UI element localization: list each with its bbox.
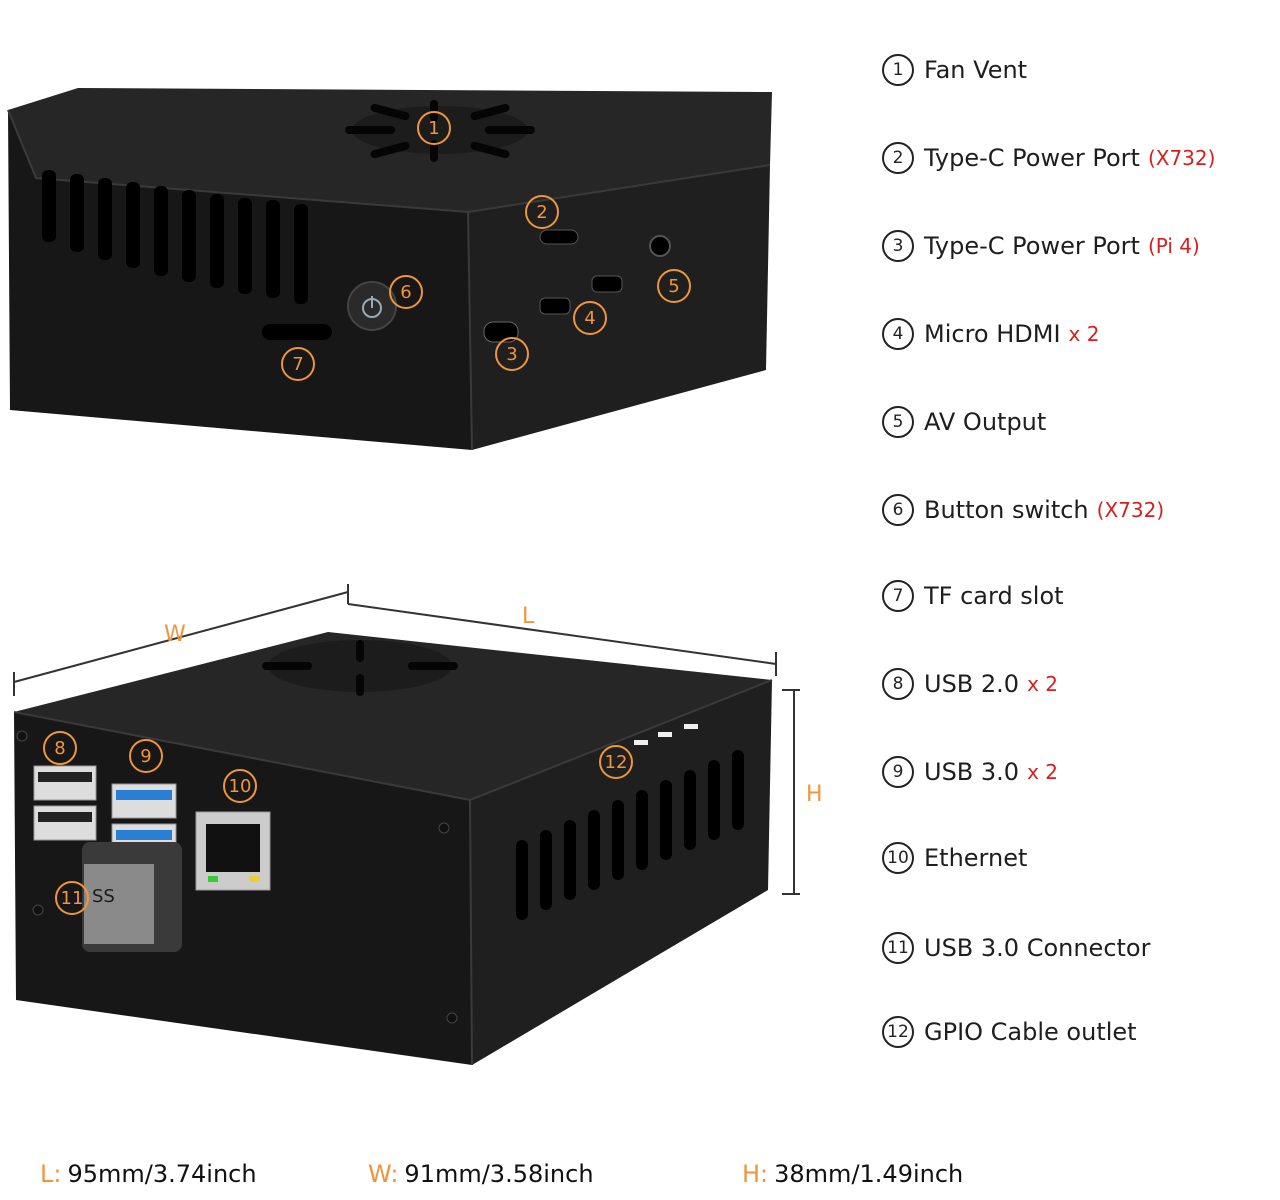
legend-item: 3 Type-C Power Port (Pi 4) <box>882 226 1200 266</box>
callout-11: 11 <box>55 881 89 915</box>
dimension-value: 95mm/3.74inch <box>67 1160 257 1188</box>
callout-12: 12 <box>599 745 633 779</box>
av-jack <box>649 235 671 257</box>
legend-note: (Pi 4) <box>1147 234 1200 258</box>
legend-label: GPIO Cable outlet <box>924 1018 1137 1046</box>
micro-hdmi-1 <box>539 297 571 315</box>
legend-item: 8 USB 2.0 x 2 <box>882 664 1058 704</box>
height-label: H <box>806 782 823 807</box>
callout-7: 7 <box>281 347 315 381</box>
dimension-width: W:91mm/3.58inch <box>368 1160 594 1188</box>
dimension-key: L: <box>40 1160 62 1188</box>
legend-label: AV Output <box>924 408 1047 436</box>
usb3-connector: SS <box>82 842 182 952</box>
ethernet-port <box>195 811 271 891</box>
dimension-height: H:38mm/1.49inch <box>742 1160 963 1188</box>
legend-note: (X732) <box>1147 146 1216 170</box>
legend-item: 9 USB 3.0 x 2 <box>882 752 1058 792</box>
legend-label: Type-C Power Port <box>924 232 1140 260</box>
legend-label: Button switch <box>924 496 1089 524</box>
legend-note: (X732) <box>1096 498 1165 522</box>
legend-item: 12 GPIO Cable outlet <box>882 1012 1145 1052</box>
tf-card-slot <box>262 324 332 340</box>
legend-item: 4 Micro HDMI x 2 <box>882 314 1099 354</box>
legend-label: USB 3.0 Connector <box>924 934 1151 962</box>
dimensions-footer: L:95mm/3.74inch W:91mm/3.58inch H:38mm/1… <box>0 1160 1280 1200</box>
legend-note: x 2 <box>1027 672 1058 696</box>
micro-hdmi-2 <box>591 275 623 293</box>
legend-note: x 2 <box>1068 322 1100 346</box>
dimension-key: H: <box>742 1160 769 1188</box>
legend-item: 5 AV Output <box>882 402 1054 442</box>
legend-note: x 2 <box>1027 760 1058 784</box>
callout-8: 8 <box>43 731 77 765</box>
dimension-length: L:95mm/3.74inch <box>40 1160 257 1188</box>
legend-number: 8 <box>882 668 914 700</box>
legend-number: 9 <box>882 756 914 788</box>
callout-2: 2 <box>525 195 559 229</box>
legend-number: 5 <box>882 406 914 438</box>
legend-number: 1 <box>882 54 914 86</box>
dimension-value: 38mm/1.49inch <box>774 1160 964 1188</box>
legend-number: 6 <box>882 494 914 526</box>
legend-label: USB 2.0 <box>924 670 1020 698</box>
usb2-ports <box>33 765 97 841</box>
dimension-value: 91mm/3.58inch <box>404 1160 594 1188</box>
legend-number: 11 <box>882 932 914 964</box>
width-label: W <box>164 622 186 647</box>
dimension-key: W: <box>368 1160 399 1188</box>
legend-number: 7 <box>882 580 914 612</box>
legend-item: 7 TF card slot <box>882 576 1072 616</box>
legend-label: USB 3.0 <box>924 758 1020 786</box>
callout-1: 1 <box>417 111 451 145</box>
dimension-lines <box>13 584 800 895</box>
case-rear-view: SS <box>13 584 800 1066</box>
legend-number: 10 <box>882 842 914 874</box>
legend-item: 10 Ethernet <box>882 838 1035 878</box>
legend-number: 2 <box>882 142 914 174</box>
legend-label: Micro HDMI <box>924 320 1061 348</box>
legend-number: 4 <box>882 318 914 350</box>
legend-item: 2 Type-C Power Port (X732) <box>882 138 1215 178</box>
callout-3: 3 <box>495 337 529 371</box>
legend-label: Ethernet <box>924 844 1028 872</box>
callout-4: 4 <box>573 301 607 335</box>
legend-number: 12 <box>882 1016 914 1048</box>
usb-c-power-x732 <box>539 229 579 245</box>
legend-label: TF card slot <box>924 582 1064 610</box>
legend-label: Fan Vent <box>924 56 1028 84</box>
callout-6: 6 <box>389 275 423 309</box>
legend-item: 6 Button switch (X732) <box>882 490 1164 530</box>
side-vents <box>42 170 308 304</box>
callout-9: 9 <box>129 739 163 773</box>
case-front-view <box>7 88 772 451</box>
legend-number: 3 <box>882 230 914 262</box>
legend-item: 1 Fan Vent <box>882 50 1035 90</box>
callout-5: 5 <box>657 269 691 303</box>
callout-10: 10 <box>223 769 257 803</box>
legend-label: Type-C Power Port <box>924 144 1140 172</box>
length-label: L <box>522 604 535 629</box>
legend-item: 11 USB 3.0 Connector <box>882 928 1158 968</box>
ss-marking: SS <box>92 886 115 907</box>
